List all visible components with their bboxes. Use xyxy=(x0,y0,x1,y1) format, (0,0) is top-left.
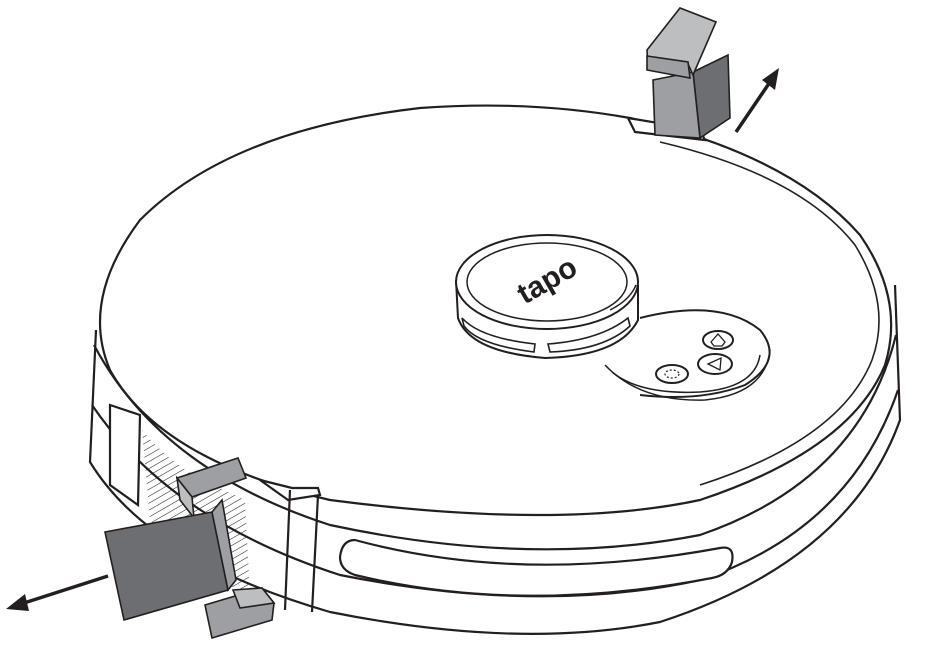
arrow-up-right-icon xyxy=(734,68,779,133)
clip-tr-cap xyxy=(646,55,691,79)
lidar-edge-arc xyxy=(609,284,637,311)
lidar-slot-2 xyxy=(546,316,631,353)
top-rim-inner xyxy=(659,141,880,486)
clip-left-bottom-top xyxy=(231,587,276,609)
bumper-band-upper xyxy=(93,334,898,551)
lidar-slot-1 xyxy=(461,317,536,353)
play-button-icon[interactable] xyxy=(697,353,733,375)
protective-clip-top-right xyxy=(646,7,731,140)
bumper-seam xyxy=(283,489,292,611)
clip-left-main-side xyxy=(211,498,237,592)
spot-clean-button-icon[interactable] xyxy=(655,364,689,384)
side-panel xyxy=(108,403,142,508)
bumper-seam-2 xyxy=(310,494,320,613)
lidar-module xyxy=(455,234,639,360)
arrow-left-icon xyxy=(6,574,109,611)
clip-tr-front xyxy=(652,71,701,139)
button-panel-arc xyxy=(604,349,771,401)
protective-clip-left xyxy=(104,457,276,640)
bumper-light-slot xyxy=(338,538,734,597)
lidar-top-inner xyxy=(466,242,628,322)
home-button-icon[interactable] xyxy=(702,330,734,350)
button-panel xyxy=(604,309,771,401)
button-panel-inner xyxy=(611,354,761,394)
